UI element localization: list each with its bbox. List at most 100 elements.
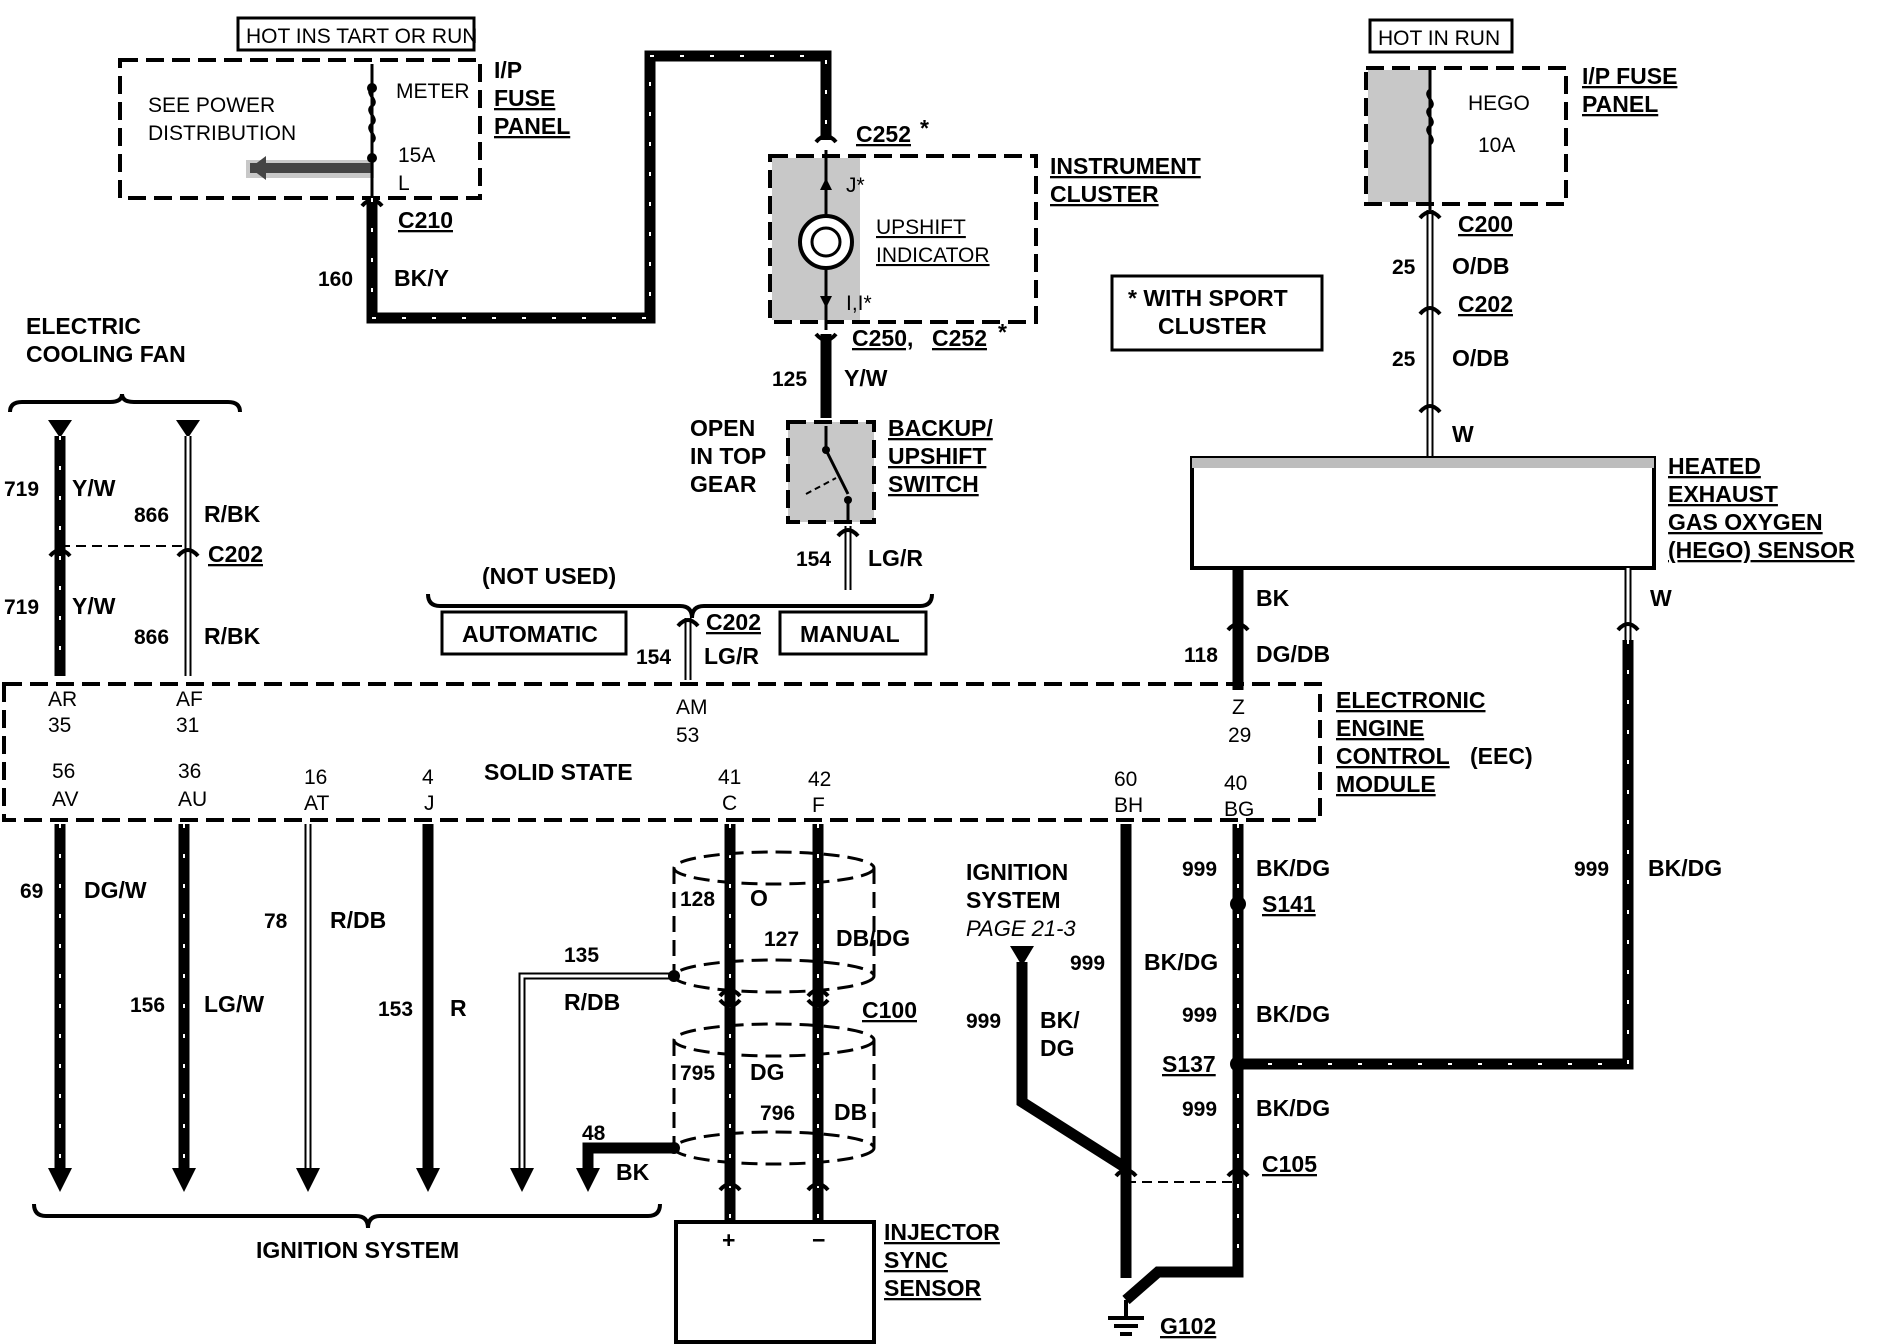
- ignition-page-ref: PAGE 21-3: [966, 916, 1076, 941]
- svg-text:C202: C202: [706, 609, 761, 635]
- svg-text:719: 719: [4, 596, 39, 619]
- engine-label: ENGINE: [1336, 715, 1424, 741]
- hot-in-run-label: HOT IN RUN: [1378, 27, 1500, 50]
- svg-text:29: 29: [1228, 724, 1251, 747]
- wire-125-num: 125: [772, 368, 807, 391]
- sport-cluster-note: * WITH SPORT CLUSTER: [1110, 274, 1324, 352]
- svg-text:BK/DG: BK/DG: [1256, 1095, 1330, 1121]
- s137-splice-icon: [1230, 1056, 1246, 1072]
- indicator-label: INDICATOR: [876, 244, 990, 267]
- svg-text:60: 60: [1114, 768, 1137, 791]
- cooling-fan-label: COOLING FAN: [26, 341, 186, 367]
- svg-text:BK: BK: [1256, 585, 1290, 611]
- svg-text:35: 35: [48, 714, 71, 737]
- fuse-15a-label: 15A: [398, 144, 435, 167]
- ground-group: IGNITION SYSTEM PAGE 21-3 999 BK/ DG 999…: [966, 640, 1722, 1339]
- svg-text:J: J: [424, 792, 435, 815]
- hego-sensor-label: (HEGO) SENSOR: [1668, 537, 1855, 563]
- ip-panel2-label: PANEL: [1582, 91, 1658, 117]
- switch-contact-icon: [824, 449, 850, 495]
- svg-text:S137: S137: [1162, 1051, 1216, 1077]
- control-label: CONTROL: [1336, 743, 1450, 769]
- ground-icon: [1108, 1316, 1144, 1336]
- hego-sensor-box: [1190, 456, 1656, 570]
- pin-j-label: J*: [846, 174, 865, 197]
- ignition-bracket: [32, 1203, 662, 1229]
- injector-sync-sensor-box: [674, 1220, 876, 1344]
- ip-fuse-panel-box: [118, 58, 482, 200]
- electronic-label: ELECTRONIC: [1336, 687, 1486, 713]
- injector-sync-group: C100 128 O 127 DB/DG 795 DG 796 DB + − I…: [668, 824, 1000, 1344]
- ignition-system-ref-1: IGNITION: [966, 859, 1068, 885]
- svg-text:R/DB: R/DB: [330, 907, 386, 933]
- svg-text:999: 999: [966, 1010, 1001, 1033]
- wire-160: 160 BK/Y: [318, 50, 832, 324]
- wire-135-arrow-icon: [510, 1168, 534, 1192]
- svg-text:DB/DG: DB/DG: [836, 925, 910, 951]
- wire-154: 154 LG/R (NOT USED) AUTOMATIC MANUAL C20…: [426, 526, 934, 680]
- svg-text:36: 36: [178, 760, 201, 783]
- in-top-label: IN TOP: [690, 443, 766, 469]
- electric-label: ELECTRIC: [26, 313, 141, 339]
- wire-160-num: 160: [318, 268, 353, 291]
- svg-text:O/DB: O/DB: [1452, 345, 1510, 371]
- wire-156-arrow-icon: [172, 1168, 196, 1192]
- solid-state-label: SOLID STATE: [484, 759, 633, 785]
- svg-text:866: 866: [134, 504, 169, 527]
- svg-text:719: 719: [4, 478, 39, 501]
- svg-text:795: 795: [680, 1062, 715, 1085]
- cooling-fan-bracket: [8, 393, 242, 413]
- automatic-label: AUTOMATIC: [462, 621, 598, 647]
- wire-160-color: BK/Y: [394, 265, 449, 291]
- svg-text:C100: C100: [862, 997, 917, 1023]
- svg-text:AR: AR: [48, 688, 77, 711]
- svg-text:Y/W: Y/W: [72, 475, 116, 501]
- wire-125: 125 Y/W: [772, 334, 888, 418]
- svg-text:R: R: [450, 995, 467, 1021]
- wire-48-arrow-icon: [576, 1168, 600, 1192]
- svg-text:118: 118: [1184, 644, 1218, 667]
- fan-af-arrow-icon: [176, 420, 200, 438]
- svg-text:DG/DB: DG/DB: [1256, 641, 1330, 667]
- c252-bottom-label: C252: [932, 325, 987, 351]
- svg-text:O: O: [750, 885, 768, 911]
- injector-label: INJECTOR: [884, 1219, 1000, 1245]
- svg-text:127: 127: [764, 928, 799, 951]
- svg-text:+: +: [722, 1227, 735, 1253]
- svg-text:999: 999: [1574, 858, 1609, 881]
- svg-text:W: W: [1650, 585, 1672, 611]
- svg-text:156: 156: [130, 994, 165, 1017]
- svg-text:C200: C200: [1458, 211, 1513, 237]
- meter-fuse-group: HOT INS TART OR RUN SEE POWER DISTRIBUTI…: [118, 16, 570, 233]
- svg-text:DG: DG: [1040, 1035, 1075, 1061]
- svg-text:BG: BG: [1224, 798, 1254, 821]
- manual-label: MANUAL: [800, 621, 900, 647]
- cooling-fan-group: ELECTRIC COOLING FAN C202 719 Y/W 866 R/…: [4, 313, 263, 676]
- svg-text:*: *: [920, 115, 929, 141]
- svg-text:BK/: BK/: [1040, 1007, 1080, 1033]
- hego-fuse-label: HEGO: [1468, 92, 1530, 115]
- svg-text:DB: DB: [834, 1099, 867, 1125]
- sync-label: SYNC: [884, 1247, 948, 1273]
- wire-125-color: Y/W: [844, 365, 888, 391]
- svg-text:BK/DG: BK/DG: [1648, 855, 1722, 881]
- eec-module: ELECTRONIC ENGINE CONTROL (EEC) MODULE S…: [2, 682, 1533, 822]
- svg-text:C202: C202: [208, 541, 263, 567]
- s141-splice-icon: [1230, 896, 1246, 912]
- c210-label: C210: [398, 207, 453, 233]
- ip-fuse2-label: I/P FUSE: [1582, 63, 1677, 89]
- upshift-label: UPSHIFT: [876, 216, 966, 239]
- ignition-wires: 69 DG/W 78 R/DB 156 LG/W 153 R 135 R/DB …: [20, 824, 672, 1263]
- upshift-indicator-icon: [798, 214, 854, 270]
- svg-text:866: 866: [134, 626, 169, 649]
- svg-text:53: 53: [676, 724, 699, 747]
- svg-text:F: F: [812, 794, 825, 817]
- wire-69-arrow-icon: [48, 1168, 72, 1192]
- svg-text:999: 999: [1182, 1004, 1217, 1027]
- svg-text:999: 999: [1182, 1098, 1217, 1121]
- svg-text:AF: AF: [176, 688, 203, 711]
- cluster-label: CLUSTER: [1050, 181, 1159, 207]
- svg-text:128: 128: [680, 888, 715, 911]
- not-used-label: (NOT USED): [482, 563, 616, 589]
